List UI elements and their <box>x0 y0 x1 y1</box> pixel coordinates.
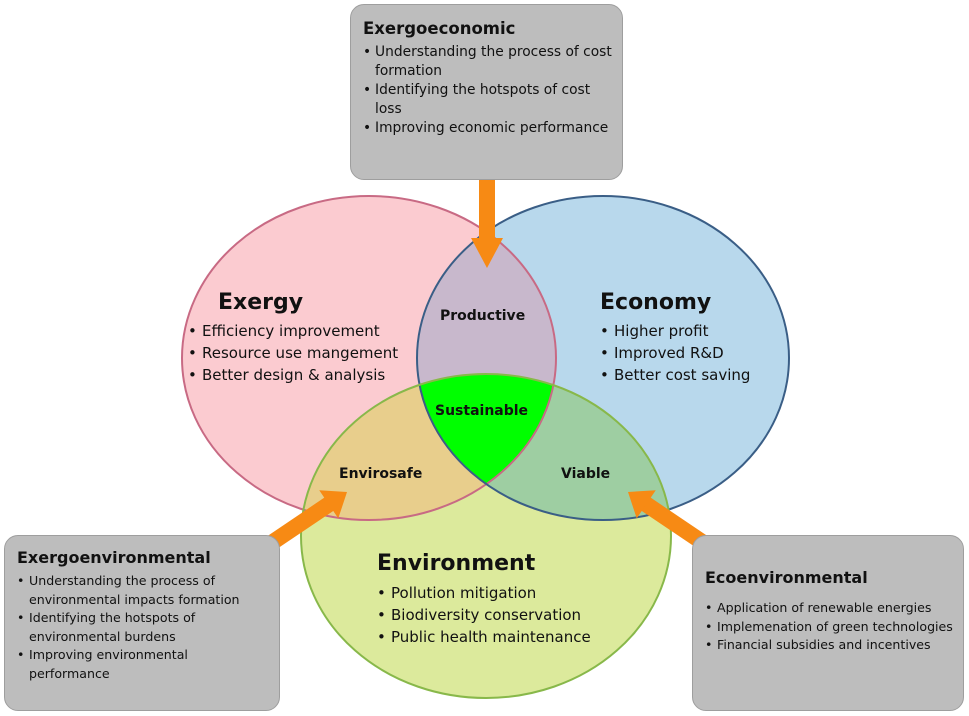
exergoeconomic-item: Identifying the hotspots of cost loss <box>363 81 612 119</box>
envirosafe-region <box>301 374 556 520</box>
sustainable-label: Sustainable <box>435 403 529 419</box>
ecoenvironmental-item: Financial subsidies and incentives <box>705 636 955 655</box>
productive-label: Productive <box>440 308 526 324</box>
exergoeconomic-item: Improving economic performance <box>363 119 612 138</box>
exergoenvironmental-title: Exergoenvironmental <box>17 548 211 567</box>
environment-list: Pollution mitigation Biodiversity conser… <box>377 582 591 648</box>
ecoenvironmental-box: Ecoenvironmental Application of renewabl… <box>692 535 964 711</box>
environment-title: Environment <box>377 551 536 576</box>
exergy-item: Resource use mangement <box>188 342 398 364</box>
exergoeconomic-title: Exergoeconomic <box>363 19 516 38</box>
arrow-exergoeconomic <box>471 160 503 268</box>
environment-outline <box>300 373 672 699</box>
environment-item: Pollution mitigation <box>377 582 591 604</box>
economy-outline <box>416 195 790 521</box>
exergy-outline <box>181 195 557 521</box>
economy-item: Improved R&D <box>600 342 750 364</box>
environment-item: Biodiversity conservation <box>377 604 591 626</box>
exergoenvironmental-item: Improving environmental performance <box>17 646 271 683</box>
exergy-item: Efficiency improvement <box>188 320 398 342</box>
exergy-item: Better design & analysis <box>188 364 398 386</box>
ecoenvironmental-item: Implemenation of green technologies <box>705 618 955 637</box>
viable-label: Viable <box>561 466 611 482</box>
environment-item: Public health maintenance <box>377 626 591 648</box>
exergoenvironmental-box: Exergoenvironmental Understanding the pr… <box>4 535 280 711</box>
exergy-list: Efficiency improvement Resource use mang… <box>188 320 398 386</box>
economy-list: Higher profit Improved R&D Better cost s… <box>600 320 750 386</box>
exergoeconomic-item: Understanding the process of cost format… <box>363 43 612 81</box>
exergoeconomic-box: Exergoeconomic Understanding the process… <box>350 4 623 180</box>
economy-item: Better cost saving <box>600 364 750 386</box>
economy-title: Economy <box>600 290 712 315</box>
economy-item: Higher profit <box>600 320 750 342</box>
exergoenvironmental-item: Understanding the process of environment… <box>17 572 271 609</box>
exergy-title: Exergy <box>218 290 304 315</box>
ecoenvironmental-title: Ecoenvironmental <box>705 568 868 587</box>
envirosafe-label: Envirosafe <box>339 466 423 482</box>
exergoenvironmental-item: Identifying the hotspots of environmenta… <box>17 609 271 646</box>
ecoenvironmental-item: Application of renewable energies <box>705 599 955 618</box>
viable-region <box>417 374 671 520</box>
